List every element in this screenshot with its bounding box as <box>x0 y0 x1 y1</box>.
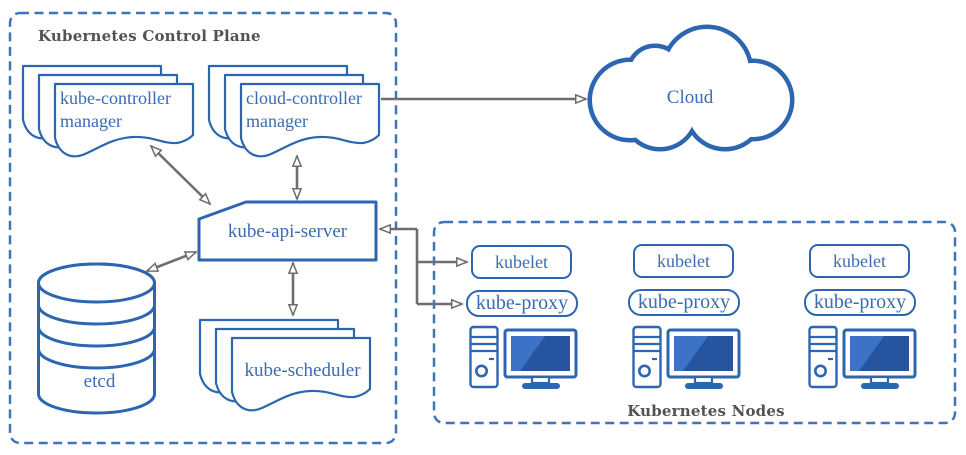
cloud-controller-manager-label: cloud-controller manager <box>246 88 362 131</box>
kube-proxy-label: kube-proxy <box>475 292 569 314</box>
kube-proxy-box: kube-proxy <box>466 290 578 317</box>
kube-api-server-label: kube-api-server <box>227 221 348 242</box>
kubelet-box: kubelet <box>633 244 734 278</box>
kube-proxy-label: kube-proxy <box>637 291 731 313</box>
kube-proxy-box: kube-proxy <box>628 289 740 316</box>
computer-icon <box>808 325 917 391</box>
cloud-label: Cloud <box>666 87 714 108</box>
nodes-box <box>432 220 957 425</box>
kube-controller-manager-label: kube-controller manager <box>60 88 171 131</box>
nodes-title: Kubernetes Nodes <box>627 402 785 420</box>
kube-scheduler-label: kube-scheduler <box>244 360 361 381</box>
kubelet-box: kubelet <box>809 244 910 278</box>
kube-proxy-label: kube-proxy <box>813 291 907 313</box>
etcd-label: etcd <box>83 371 116 392</box>
computer-icon <box>632 325 741 391</box>
kube-proxy-box: kube-proxy <box>804 289 916 316</box>
control-plane-title: Kubernetes Control Plane <box>38 27 261 45</box>
edge-api-server-etcd <box>147 250 196 273</box>
kubelet-label: kubelet <box>657 250 710 271</box>
kubelet-box: kubelet <box>471 245 572 279</box>
computer-icon <box>469 325 578 391</box>
kubelet-label: kubelet <box>495 251 548 272</box>
kubelet-label: kubelet <box>833 250 886 271</box>
cloud-shape <box>587 24 795 152</box>
kube-api-server-shape <box>197 200 378 262</box>
edge-controller-manager-api-server <box>151 146 210 204</box>
etcd-cylinder <box>37 262 156 415</box>
